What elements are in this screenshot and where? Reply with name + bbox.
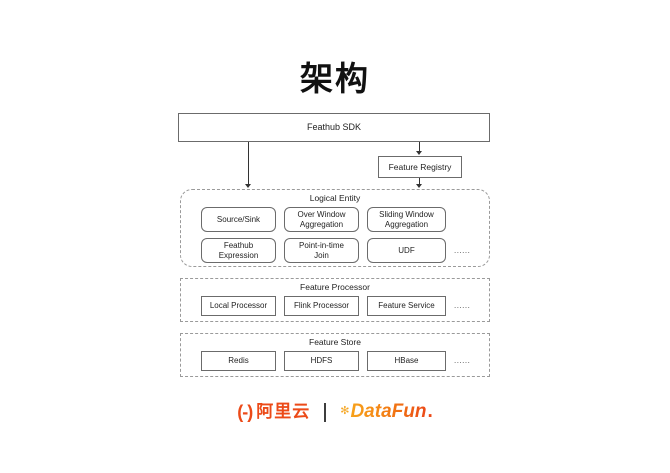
- connector-registry-to-logical: [419, 178, 420, 185]
- ellipsis-logical-entity: ......: [454, 246, 471, 255]
- datafun-dot: .: [427, 401, 433, 422]
- group-label-logical-entity: Logical Entity: [309, 193, 361, 203]
- feathub-sdk-box[interactable]: Feathub SDK: [178, 113, 490, 142]
- chip-hbase[interactable]: HBase: [367, 351, 446, 371]
- footer-logos: (-) 阿里云 ✻ DataFun .: [0, 396, 670, 428]
- alibaba-cloud-mark-icon: (-): [237, 402, 253, 422]
- datafun-spark-icon: ✻: [340, 405, 350, 417]
- chip-source-sink[interactable]: Source/Sink: [201, 207, 276, 232]
- connector-sdk-to-logical: [248, 142, 249, 185]
- alibaba-cloud-wordmark: 阿里云: [256, 402, 311, 421]
- group-feature-store: Feature Store Redis HDFS HBase ......: [180, 333, 490, 377]
- datafun-wordmark: DataFun: [350, 401, 427, 422]
- chip-local-processor[interactable]: Local Processor: [201, 296, 276, 316]
- chip-feature-service[interactable]: Feature Service: [367, 296, 446, 316]
- ellipsis-feature-store: ......: [454, 356, 471, 365]
- arrow-head-sdk-to-registry: [416, 151, 422, 155]
- chip-sliding-window-aggregation[interactable]: Sliding Window Aggregation: [367, 207, 446, 232]
- group-feature-processor: Feature Processor Local Processor Flink …: [180, 278, 490, 322]
- ellipsis-feature-processor: ......: [454, 301, 471, 310]
- arrow-head-sdk-to-logical: [245, 184, 251, 188]
- chip-hdfs[interactable]: HDFS: [284, 351, 359, 371]
- page-title: 架构: [300, 60, 370, 97]
- group-label-feature-store: Feature Store: [309, 337, 361, 347]
- chip-over-window-aggregation[interactable]: Over Window Aggregation: [284, 207, 359, 232]
- alibaba-cloud-logo: (-) 阿里云: [237, 402, 310, 422]
- chip-feathub-expression[interactable]: Feathub Expression: [201, 238, 276, 263]
- chip-flink-processor[interactable]: Flink Processor: [284, 296, 359, 316]
- chip-redis[interactable]: Redis: [201, 351, 276, 371]
- chip-udf[interactable]: UDF: [367, 238, 446, 263]
- group-label-feature-processor: Feature Processor: [300, 282, 370, 292]
- chip-point-in-time-join[interactable]: Point-in-time Join: [284, 238, 359, 263]
- feature-registry-box[interactable]: Feature Registry: [378, 156, 462, 178]
- connector-sdk-to-registry: [419, 142, 420, 152]
- arrow-head-registry-to-logical: [416, 184, 422, 188]
- group-logical-entity: Logical Entity Source/Sink Over Window A…: [180, 189, 490, 267]
- datafun-logo: ✻ DataFun .: [340, 401, 433, 423]
- logo-divider: [324, 402, 327, 422]
